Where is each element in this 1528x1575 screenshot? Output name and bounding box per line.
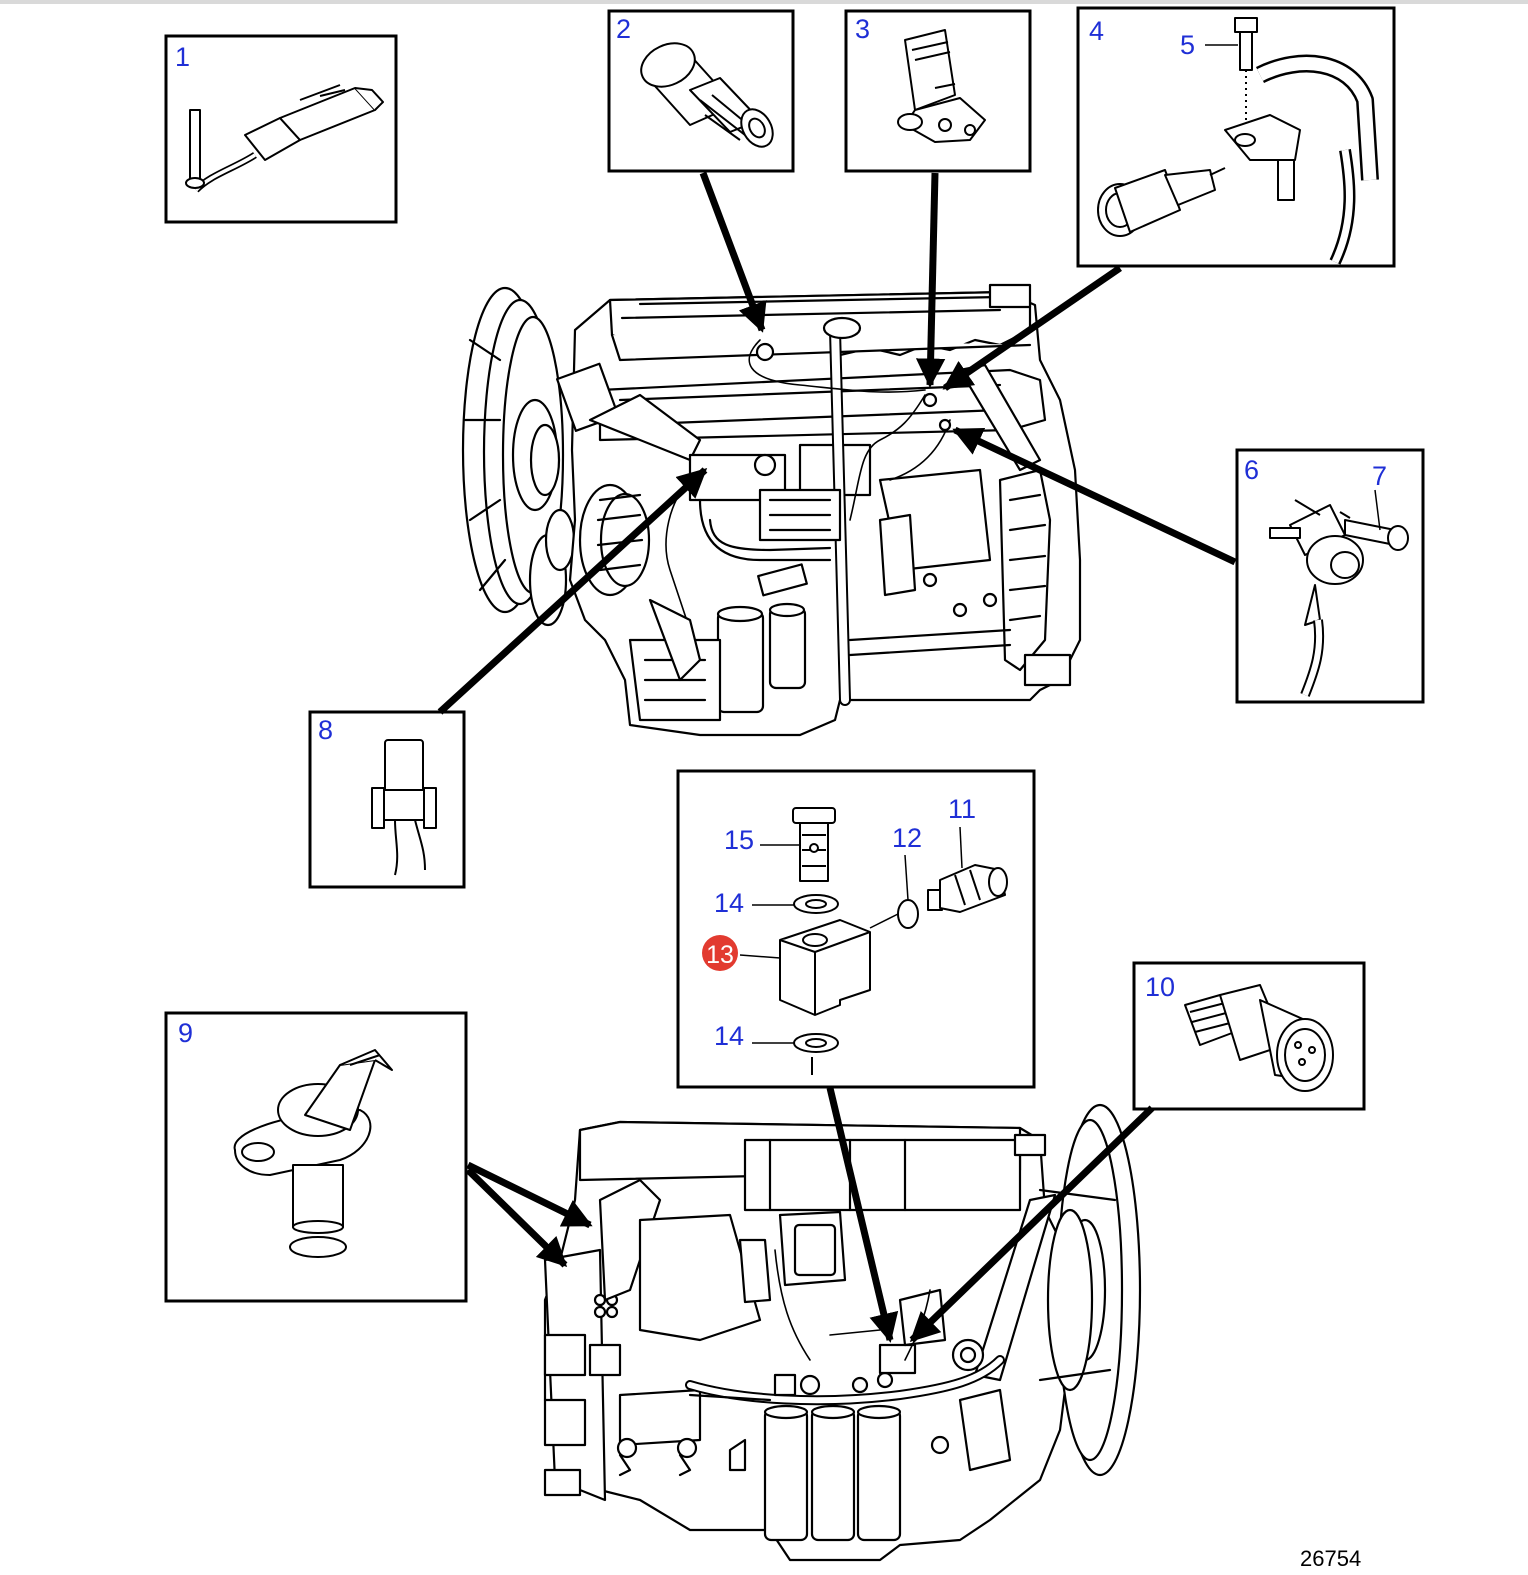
panel-8-connector — [308, 710, 466, 889]
callout-13-highlight[interactable]: 13 — [702, 935, 738, 971]
drawing-number: 26754 — [1300, 1546, 1361, 1570]
callout-11: 11 — [948, 794, 976, 824]
callout-4: 4 — [1089, 16, 1104, 46]
panel-2-pressure-sensor — [607, 9, 795, 173]
callout-12: 12 — [892, 823, 922, 853]
panel-1-coolant-temp-sensor — [164, 34, 398, 224]
highlight-badge — [702, 935, 738, 971]
callout-15: 15 — [724, 825, 754, 855]
leader-lines — [739, 44, 1381, 1044]
panel-10-pressure-sensor — [1132, 961, 1366, 1111]
callout-6: 6 — [1244, 455, 1259, 485]
panel-6-sensor-with-bolt — [1235, 448, 1425, 704]
callout-5: 5 — [1180, 30, 1195, 60]
panel-3-boost-sensor — [844, 9, 1032, 173]
callout-9: 9 — [178, 1018, 193, 1048]
top-rule — [0, 0, 1528, 4]
callout-8: 8 — [318, 715, 333, 745]
panel-11-15-sensor-assembly — [676, 769, 1036, 1089]
callout-13: 13 — [706, 941, 734, 969]
callout-1: 1 — [175, 42, 190, 72]
panel-9-speed-sensor — [164, 1011, 468, 1303]
callout-14-bottom: 14 — [714, 1021, 744, 1051]
callout-numbers: 1 2 3 4 5 6 7 8 9 10 11 12 15 14 14 — [175, 14, 1387, 1051]
pointer-arrows — [437, 171, 1237, 1343]
callout-7: 7 — [1372, 461, 1387, 491]
lower-engine-drawing — [543, 1103, 1142, 1562]
upper-engine-drawing — [461, 283, 1082, 737]
callout-14-top: 14 — [714, 888, 744, 918]
callout-3: 3 — [855, 14, 870, 44]
panel-4-sensor-with-bolt — [1076, 6, 1396, 268]
callout-2: 2 — [616, 14, 631, 44]
callout-10: 10 — [1145, 972, 1175, 1002]
